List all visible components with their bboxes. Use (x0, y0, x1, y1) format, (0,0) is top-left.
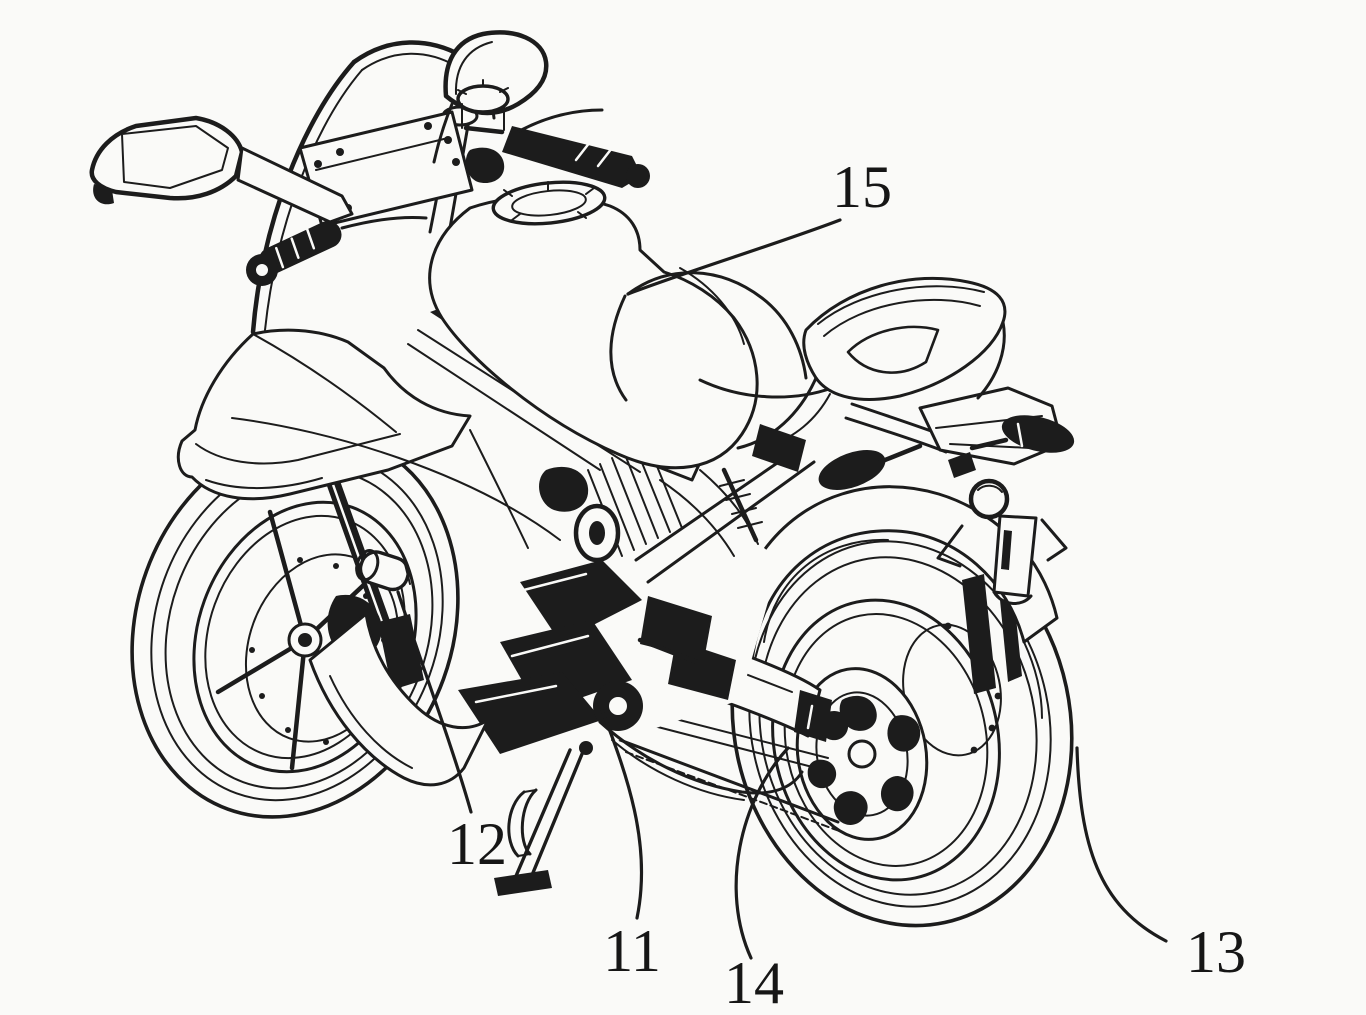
leader-12 (396, 590, 473, 814)
chain-lower (618, 738, 840, 824)
leader-15 (626, 218, 842, 296)
reference-annotations: 15 12 11 14 13 (396, 154, 1246, 1015)
label-12: 12 (447, 811, 507, 877)
tank-seat-line (626, 271, 808, 380)
tail-cowl (736, 276, 1007, 472)
rear-light-assembly (818, 386, 1075, 605)
belly-pan (308, 612, 490, 787)
label-11: 11 (603, 918, 661, 984)
label-15: 15 (832, 154, 892, 220)
brake-reservoir (456, 84, 510, 114)
frame-slider (355, 549, 411, 592)
engine-frame-cluster (458, 304, 816, 801)
leader-13 (1075, 746, 1168, 943)
label-14: 14 (724, 950, 784, 1015)
fuel-tank (428, 180, 834, 470)
cockpit (89, 30, 650, 335)
leader-11 (596, 698, 644, 920)
left-grip (258, 220, 342, 275)
front-wheel (130, 431, 460, 819)
side-stand (494, 741, 593, 896)
label-13: 13 (1186, 919, 1246, 985)
right-grip (502, 126, 642, 188)
leader-14 (734, 746, 790, 960)
